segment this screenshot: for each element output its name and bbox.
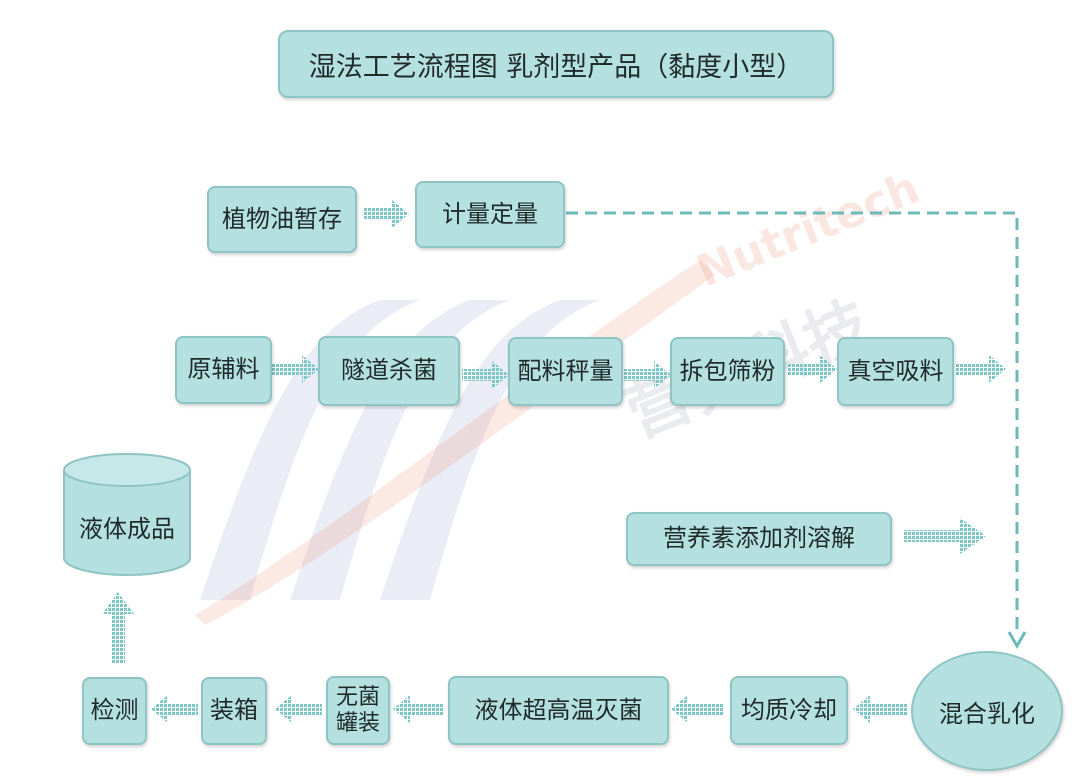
node-homogenize-cool: 均质冷却	[730, 676, 848, 745]
dashed-connector	[566, 211, 1019, 635]
arrow-oil-to-metering	[364, 200, 409, 228]
node-mix-emulsify: 混合乳化	[911, 651, 1063, 771]
arrow-inspect-to-product	[102, 592, 134, 664]
node-inspection: 检测	[82, 677, 147, 745]
node-finished-product: 液体成品	[79, 514, 175, 543]
arrow-mix-to-homog	[853, 695, 908, 723]
arrow-raw-to-tunnel	[272, 355, 319, 383]
node-aseptic-fill: 无菌罐装	[326, 676, 390, 745]
node-finished-product-cylinder	[63, 453, 191, 576]
node-boxing: 装箱	[201, 677, 267, 745]
node-vegetable-oil-storage: 植物油暂存	[207, 186, 357, 253]
arrow-box-to-inspect	[151, 695, 198, 723]
arrow-fill-to-box	[275, 695, 322, 723]
diagram-title: 湿法工艺流程图 乳剂型产品（黏度小型）	[278, 30, 834, 98]
node-vacuum-feed: 真空吸料	[837, 337, 954, 406]
arrow-homog-to-uht	[671, 695, 724, 723]
arrow-nutrient-out	[904, 518, 986, 554]
node-uht: 液体超高温灭菌	[448, 676, 669, 745]
node-raw-materials: 原辅料	[175, 336, 272, 404]
arrow-tunnel-to-batching	[462, 361, 509, 389]
node-tunnel-sterilization: 隧道杀菌	[318, 336, 460, 406]
node-metering: 计量定量	[415, 181, 565, 248]
arrow-batching-to-unpack	[624, 361, 671, 389]
node-unpack-sieve: 拆包筛粉	[670, 337, 785, 406]
dashed-connector-arrowhead	[1007, 631, 1027, 650]
node-nutrient-dissolve: 营养素添加剂溶解	[626, 512, 892, 566]
arrow-vacuum-out	[955, 355, 1006, 383]
arrow-uht-to-fill	[393, 695, 444, 723]
node-batching-weighing: 配料秤量	[508, 337, 623, 406]
arrow-unpack-to-vacuum	[788, 355, 837, 383]
